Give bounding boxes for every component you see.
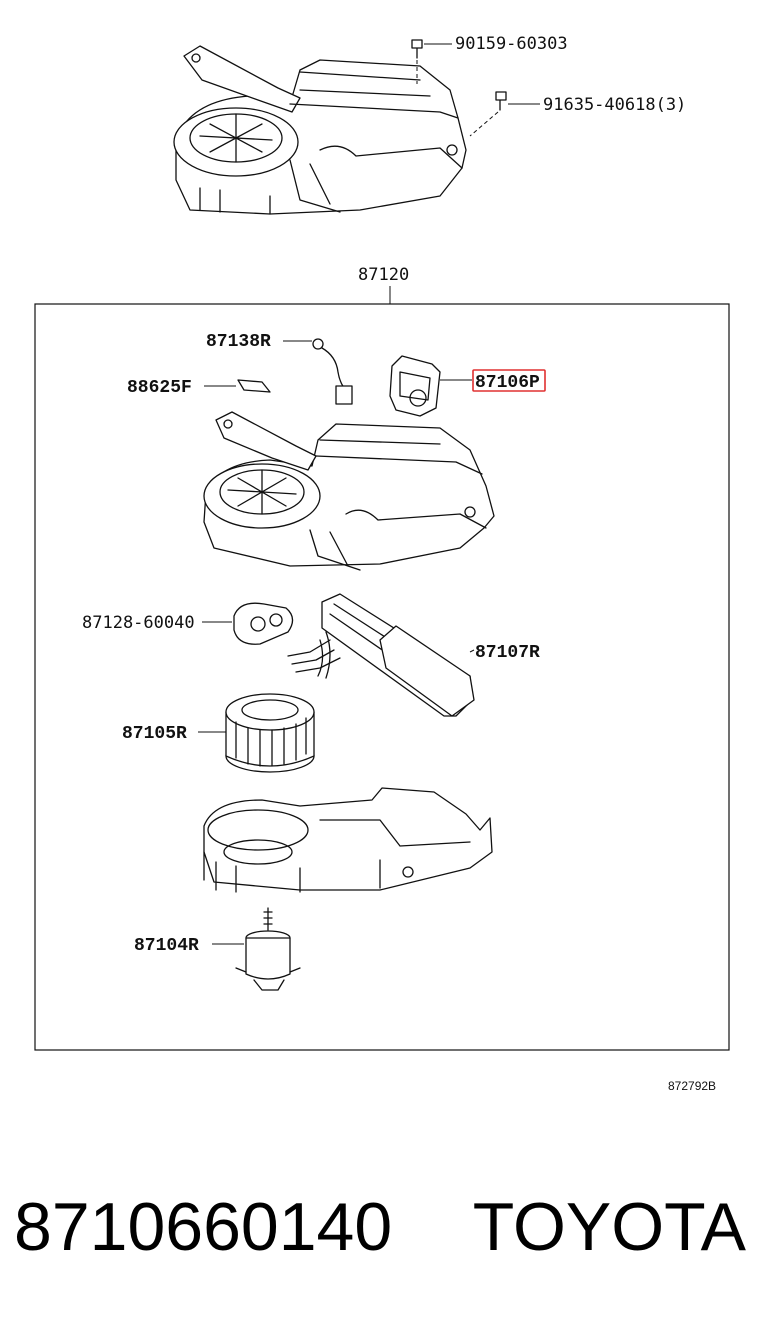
callout-motor: 87104R: [134, 936, 199, 956]
blower-unit-top-drawing: [173, 39, 540, 215]
callout-assembly: 87120: [358, 265, 409, 285]
fan-drawing: [198, 693, 315, 773]
footer-part-number: 8710660140: [14, 1189, 393, 1265]
assembly-frame: [34, 303, 730, 1051]
figure-code: 872792B: [668, 1079, 716, 1093]
callout-fan: 87105R: [122, 724, 187, 744]
footer-brand: TOYOTA: [472, 1189, 746, 1265]
seal-drawing: [202, 602, 294, 645]
callout-seal: 87128-60040: [82, 613, 195, 633]
motor-drawing: [212, 907, 301, 991]
callout-highlight-box: [472, 369, 546, 392]
callout-sensor: 87138R: [206, 332, 271, 352]
callout-servo: 87106P: [475, 373, 540, 393]
sensor-drawing: [283, 338, 353, 405]
servo-drawing: [389, 355, 472, 417]
callout-evaporator: 87107R: [475, 643, 540, 663]
callout-clip: 88625F: [127, 378, 192, 398]
clip-drawing: [204, 379, 271, 393]
footer-caption: 8710660140 TOYOTA: [0, 1188, 760, 1278]
callout-screw-side: 91635-40618(3): [543, 95, 686, 115]
inner-housing-drawing: [203, 411, 495, 571]
lower-case-drawing: [203, 787, 493, 893]
evaporator-drawing: [287, 593, 475, 717]
callout-screw-top: 90159-60303: [455, 34, 568, 54]
